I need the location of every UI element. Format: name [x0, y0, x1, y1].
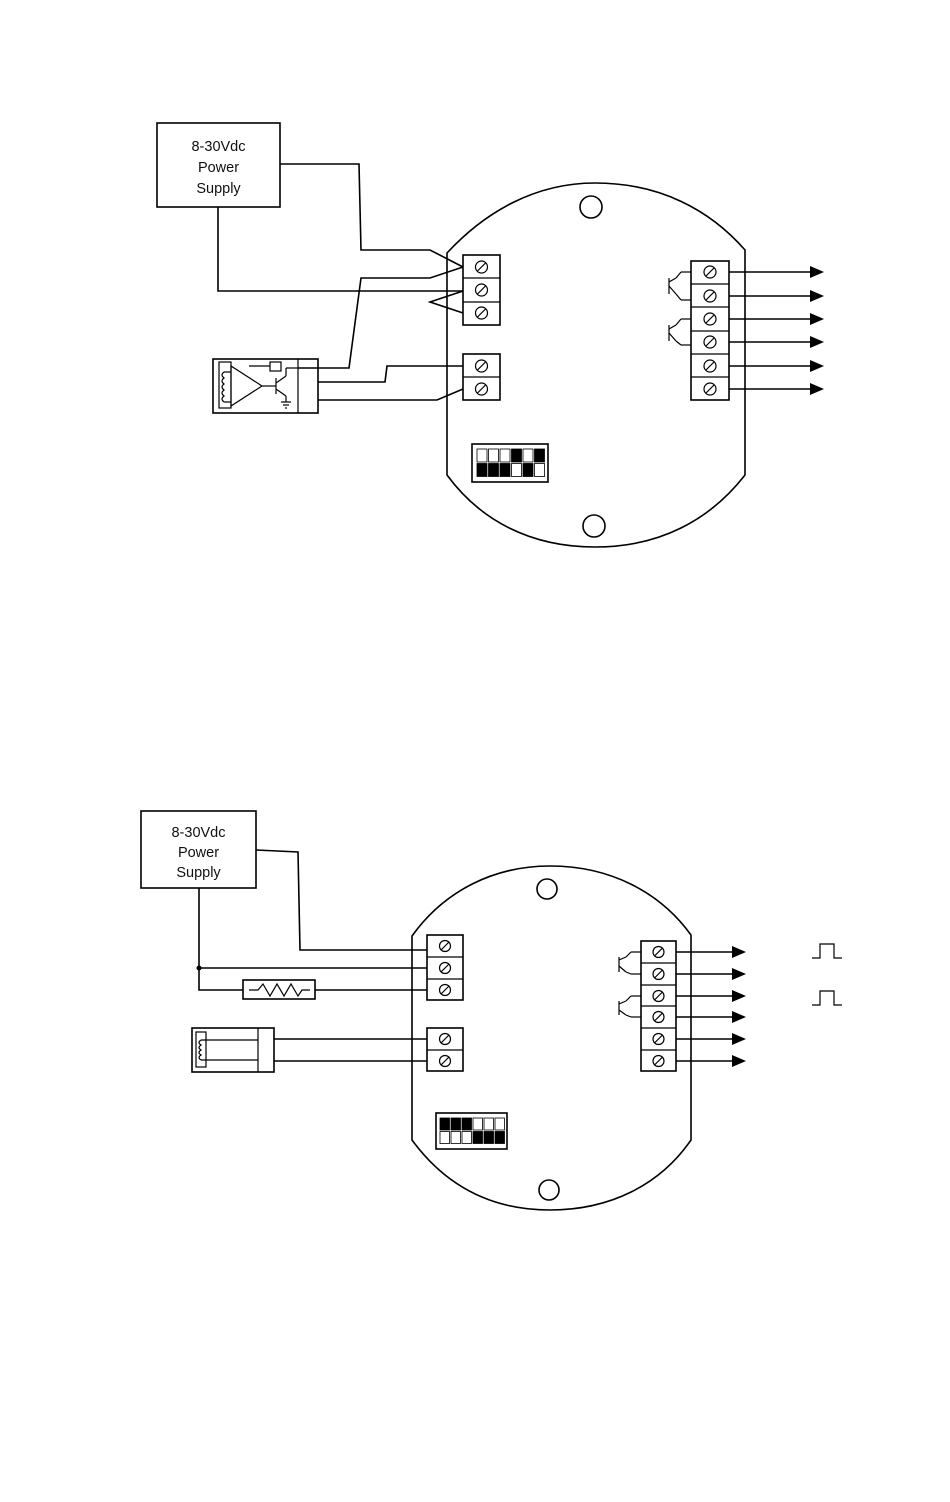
dip-switch-cell-off	[484, 1118, 494, 1130]
arrow-right-icon	[676, 1033, 746, 1045]
pulse-waveform-icon	[812, 991, 842, 1005]
sensor-terminal-block	[463, 354, 500, 400]
dip-switch-cell-on	[512, 449, 522, 462]
power-supply-label-line1: 8-30Vdc	[191, 139, 245, 155]
output-terminal-block	[641, 941, 676, 1071]
arrow-right-icon	[729, 336, 824, 348]
dip-switch-cell-on	[489, 464, 499, 477]
transistor-icon	[619, 952, 641, 974]
dip-switch-cell-on	[495, 1132, 505, 1144]
output-arrows	[729, 266, 824, 395]
arrow-right-icon	[729, 266, 824, 278]
dip-switch-cell-off	[440, 1132, 450, 1144]
dip-switch-cell-off	[512, 464, 522, 477]
dip-switch-cell-on	[473, 1132, 483, 1144]
mounting-hole-top	[580, 196, 602, 218]
arrow-right-icon	[676, 946, 746, 958]
arrow-right-icon	[676, 990, 746, 1002]
dip-switch-cell-off	[451, 1132, 461, 1144]
power-supply-label-line3: Supply	[196, 181, 241, 197]
dip-switch-cell-off	[500, 449, 510, 462]
transistor-icon	[669, 319, 691, 345]
arrow-right-icon	[729, 290, 824, 302]
transistor-icon	[619, 996, 641, 1017]
dip-switch-cell-on	[451, 1118, 461, 1130]
junction-dot	[197, 966, 202, 971]
dip-switch-cell-on	[440, 1118, 450, 1130]
dip-switch-cell-off	[495, 1118, 505, 1130]
power-supply: 8-30Vdc Power Supply	[141, 811, 256, 888]
power-terminal-block	[427, 935, 463, 1000]
dip-switch	[472, 444, 548, 482]
resistor-icon	[243, 980, 315, 999]
power-supply-label-line1: 8-30Vdc	[171, 825, 225, 841]
transistor-icon	[669, 272, 691, 300]
power-terminal-block	[463, 255, 500, 325]
mounting-hole-top	[537, 879, 557, 899]
dip-switch-cell-on	[535, 449, 545, 462]
dip-switch-cell-on	[462, 1118, 472, 1130]
power-supply-label-line2: Power	[198, 160, 239, 176]
arrow-right-icon	[676, 1011, 746, 1023]
dip-switch-cell-on	[484, 1132, 494, 1144]
magnetic-pickup-sensor	[192, 1028, 274, 1072]
arrow-right-icon	[729, 313, 824, 325]
dip-switch-cell-off	[523, 449, 533, 462]
power-supply-label-line3: Supply	[176, 865, 221, 881]
sensor-terminal-block	[427, 1028, 463, 1071]
pulse-waveform-icon	[812, 944, 842, 958]
arrow-right-icon	[676, 1055, 746, 1067]
dip-switch	[436, 1113, 507, 1149]
wiring-diagram-2: 8-30Vdc Power Supply	[141, 811, 842, 1210]
amplified-sensor	[213, 359, 318, 413]
dip-switch-cell-off	[477, 449, 487, 462]
mounting-hole-bottom	[583, 515, 605, 537]
mounting-hole-bottom	[539, 1180, 559, 1200]
dip-switch-cell-on	[523, 464, 533, 477]
power-supply: 8-30Vdc Power Supply	[157, 123, 280, 207]
dip-switch-cell-off	[489, 449, 499, 462]
arrow-right-icon	[729, 383, 824, 395]
dip-switch-cell-off	[535, 464, 545, 477]
dip-switch-cell-on	[500, 464, 510, 477]
output-terminal-block	[691, 261, 729, 400]
arrow-right-icon	[729, 360, 824, 372]
dip-switch-cell-off	[462, 1132, 472, 1144]
dip-switch-cell-on	[477, 464, 487, 477]
power-supply-label-line2: Power	[178, 845, 219, 861]
output-arrows	[676, 946, 746, 1067]
wiring-diagram-1: 8-30Vdc Power Supply	[157, 123, 824, 547]
dip-switch-cell-off	[473, 1118, 483, 1130]
arrow-right-icon	[676, 968, 746, 980]
